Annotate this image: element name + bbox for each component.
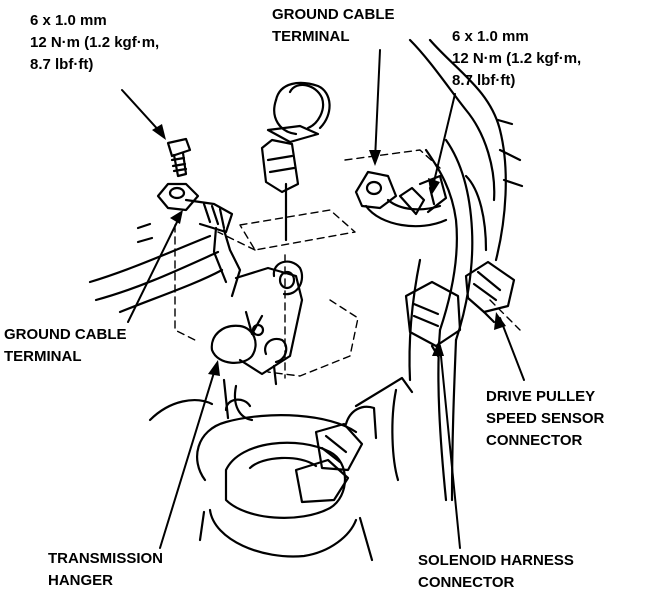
ground-cable-terminal-label-left: GROUND CABLE TERMINAL: [4, 324, 127, 368]
bolt-spec-left-line-3: 8.7 lbf·ft): [30, 56, 94, 73]
leader-arrowheads: [152, 124, 506, 376]
ground-cable-terminal-label-top: GROUND CABLE TERMINAL: [272, 4, 395, 48]
transmission-hanger-label: TRANSMISSION HANGER: [48, 548, 163, 592]
drive-pulley-sensor-connector-part: [464, 260, 516, 324]
left-bolt: [166, 137, 192, 178]
dashed-reference-lines: [174, 149, 521, 379]
left-ground-terminal: [156, 182, 242, 298]
wire-harness: [391, 38, 524, 502]
drive-pulley-sensor-label: DRIVE PULLEY SPEED SENSOR CONNECTOR: [486, 386, 604, 452]
solenoid-harness-line-1: SOLENOID HARNESS: [418, 552, 574, 569]
solenoid-harness-line-2: CONNECTOR: [418, 574, 515, 591]
ground-cable-top-line-1: GROUND CABLE: [272, 6, 395, 23]
drive-pulley-line-3: CONNECTOR: [486, 432, 583, 449]
bolt-spec-right-line-1: 6 x 1.0 mm: [452, 28, 529, 45]
bolt-spec-left-line-1: 6 x 1.0 mm: [30, 12, 107, 29]
drive-pulley-line-2: SPEED SENSOR: [486, 410, 605, 427]
solenoid-harness-connector-label: SOLENOID HARNESS CONNECTOR: [418, 550, 574, 594]
ground-cable-top-line-2: TERMINAL: [272, 28, 350, 45]
drive-pulley-line-1: DRIVE PULLEY: [486, 388, 596, 405]
transmission-hanger-line-1: TRANSMISSION: [48, 550, 164, 567]
bolt-spec-left: 6 x 1.0 mm 12 N·m (1.2 kgf·m, 8.7 lbf·ft…: [30, 10, 159, 76]
bolt-spec-left-line-2: 12 N·m (1.2 kgf·m,: [30, 34, 160, 51]
hose-clamp: [260, 81, 331, 242]
bolt-spec-right-line-3: 8.7 lbf·ft): [452, 72, 516, 89]
transmission-hanger-bracket: [210, 260, 304, 422]
ground-cable-left-line-1: GROUND CABLE: [4, 326, 127, 343]
solenoid-harness-connector-part: [294, 376, 414, 504]
transmission-hanger-line-2: HANGER: [48, 572, 114, 589]
bolt-spec-right-line-2: 12 N·m (1.2 kgf·m,: [452, 50, 582, 67]
ground-cable-left-line-2: TERMINAL: [4, 348, 82, 365]
transmission-housing: [148, 398, 374, 562]
left-hose: [88, 222, 224, 314]
leader-lines: [121, 49, 525, 549]
bolt-spec-right: 6 x 1.0 mm 12 N·m (1.2 kgf·m, 8.7 lbf·ft…: [452, 26, 581, 92]
